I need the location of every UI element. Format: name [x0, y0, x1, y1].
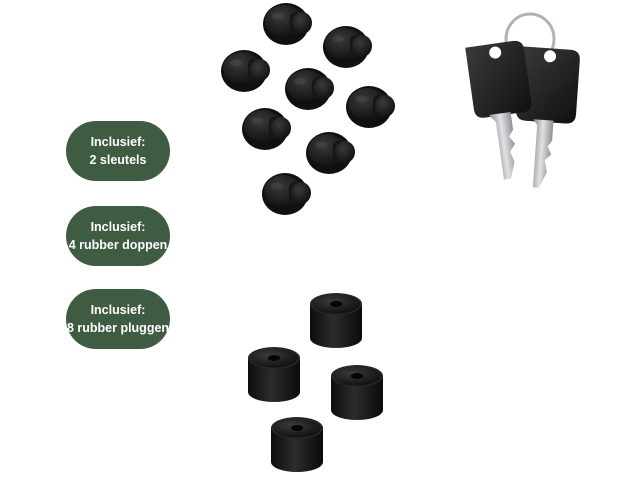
badge-item: 2 sleutels — [89, 153, 147, 167]
badge-2-keys: Inclusief: 2 sleutels — [66, 121, 170, 181]
key-icon — [516, 46, 580, 188]
rubber-cap-icon — [331, 365, 383, 420]
badge-item: 4 rubber doppen — [68, 238, 168, 252]
rubber-plug-icon — [221, 50, 270, 92]
rubber-plug-icon — [285, 68, 334, 110]
rubber-cap-icon — [248, 347, 300, 402]
rubber-plug-icon — [263, 3, 312, 45]
rubber-plug-icon — [323, 26, 372, 68]
rubber-cap-icon — [271, 417, 323, 472]
rubber-caps-group — [248, 293, 383, 472]
rubber-plug-icon — [242, 108, 291, 150]
badge-label: Inclusief: — [90, 135, 146, 149]
rubber-cap-icon — [310, 293, 362, 348]
rubber-plugs-group — [221, 3, 395, 215]
key-icon — [465, 40, 532, 180]
badge-label: Inclusief: — [90, 220, 146, 234]
rubber-plug-icon — [262, 173, 311, 215]
badge-8-rubber-plugs: Inclusief: 8 rubber pluggen — [66, 289, 170, 349]
badge-4-rubber-caps: Inclusief: 4 rubber doppen — [66, 206, 170, 266]
keys-group — [465, 12, 580, 188]
rubber-plug-icon — [346, 86, 395, 128]
badge-item: 8 rubber pluggen — [66, 321, 170, 335]
rubber-plug-icon — [306, 132, 355, 174]
badge-label: Inclusief: — [90, 303, 146, 317]
